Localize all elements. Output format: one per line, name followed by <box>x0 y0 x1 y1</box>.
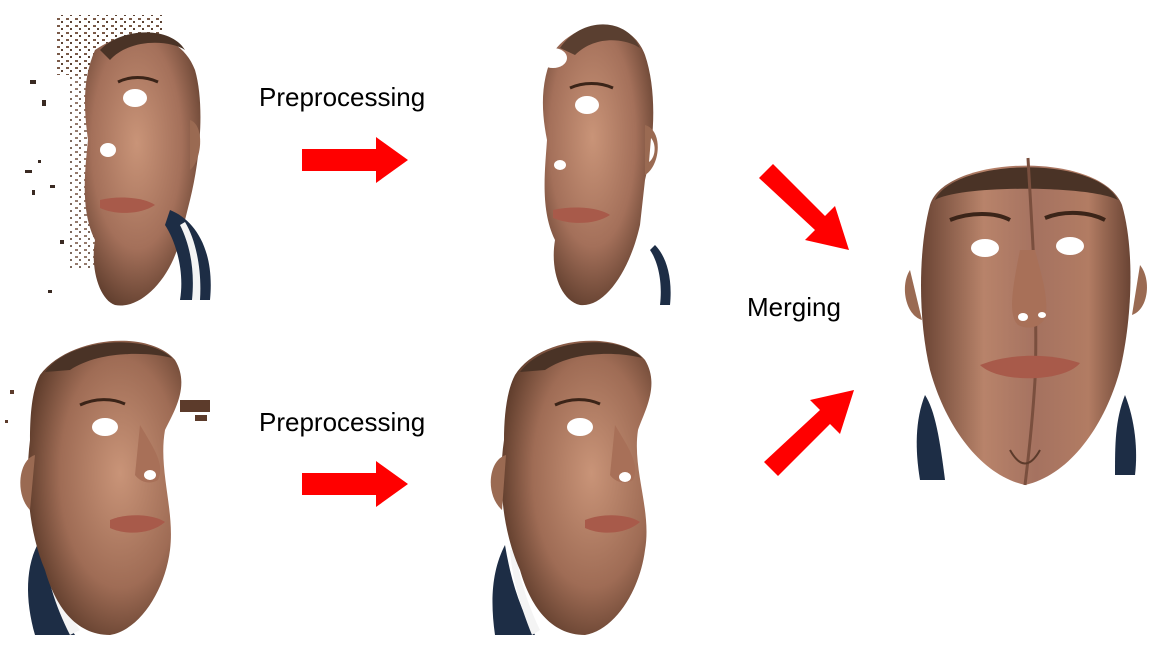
right-arrow-icon <box>300 135 412 185</box>
diagonal-down-arrow-icon <box>755 160 855 255</box>
merged-scan-image <box>900 150 1150 490</box>
preprocessing-label-bottom: Preprocessing <box>259 407 426 437</box>
raw-scan-bottom-image <box>0 330 220 640</box>
raw-scan-top-image <box>20 10 220 310</box>
clean-scan-bottom-image <box>480 330 680 640</box>
merging-label: Merging <box>747 292 841 322</box>
clean-scan-top-image <box>505 10 695 310</box>
preprocessing-label-top: Preprocessing <box>259 82 426 112</box>
diagonal-up-arrow-icon <box>760 385 860 480</box>
right-arrow-icon <box>300 459 412 509</box>
